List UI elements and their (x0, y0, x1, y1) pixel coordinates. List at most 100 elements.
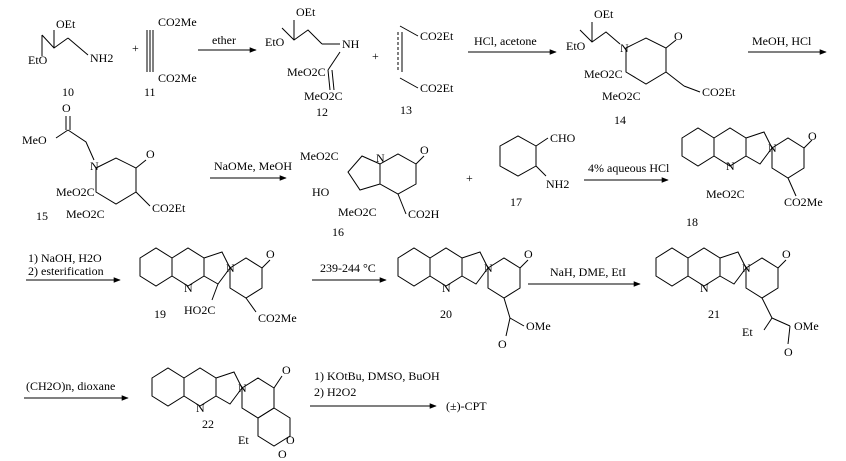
ester-2-label: MeO2C (304, 89, 343, 103)
co2me-bottom-label: CO2Me (158, 71, 197, 85)
o-label: O (420, 143, 429, 157)
compound-11: CO2Me CO2Me 11 (144, 15, 197, 99)
plus-sign: + (132, 41, 139, 55)
step-5-conditions: 4% aqueous HCl (588, 161, 670, 175)
ester-label: CO2Me (258, 311, 297, 325)
o-label: O (282, 363, 291, 377)
ester-2-label: MeO2C (602, 89, 641, 103)
compound-number-12: 12 (316, 105, 328, 119)
n2-label: N (742, 261, 751, 275)
oet-label: OEt (296, 5, 316, 19)
eto-label: EtO (28, 53, 48, 67)
compound-number-17: 17 (510, 195, 522, 209)
step-2-conditions: HCl, acetone (474, 34, 537, 48)
step-9-conditions: (CH2O)n, dioxane (26, 379, 115, 393)
eto-label: EtO (265, 35, 285, 49)
step-10a-conditions: 1) KOtBu, DMSO, BuOH (314, 369, 440, 383)
compound-10: OEt EtO NH2 10 (28, 17, 113, 99)
step-6b-conditions: 2) esterification (28, 264, 104, 278)
step-8-conditions: NaH, DME, EtI (550, 265, 626, 279)
nh2-label: NH2 (90, 51, 113, 65)
step-6a-conditions: 1) NaOH, H2O (28, 251, 102, 265)
o-label: O (146, 147, 155, 161)
n2-label: N (238, 381, 247, 395)
acid-label: HO2C (184, 303, 215, 317)
compound-20: N N O O OMe 20 (397, 247, 551, 351)
co2et-top-label: CO2Et (420, 29, 454, 43)
compound-number-11: 11 (144, 85, 156, 99)
o-ring-label: O (286, 433, 295, 447)
product-label: (±)-CPT (446, 399, 487, 413)
o2-label: O (498, 337, 507, 351)
ome-label: OMe (794, 319, 819, 333)
o-label: O (524, 247, 533, 261)
co2me-top-label: CO2Me (158, 15, 197, 29)
compound-number-15: 15 (36, 209, 48, 223)
step-10b-conditions: 2) H2O2 (314, 385, 356, 399)
ester-1-label: MeO2C (706, 187, 745, 201)
step-3-conditions: MeOH, HCl (752, 34, 812, 48)
ester-3-label: CO2Et (152, 201, 186, 215)
compound-16: MeO2C N O HO MeO2C CO2H 16 (300, 143, 440, 239)
meo-label: MeO (22, 133, 47, 147)
compound-19: N N O HO2C CO2Me 19 (139, 247, 297, 325)
o-lactone-label: O (278, 447, 287, 461)
n2-label: N (226, 261, 235, 275)
compound-12: OEt EtO NH MeO2C MeO2C 12 (265, 5, 360, 119)
ester-2-label: MeO2C (338, 205, 377, 219)
compound-number-16: 16 (332, 225, 344, 239)
ester-1-label: MeO2C (584, 67, 623, 81)
n-label: N (620, 41, 629, 55)
compound-number-20: 20 (440, 307, 452, 321)
nh2-label: NH2 (546, 177, 569, 191)
eto-label: EtO (566, 39, 586, 53)
n2-label: N (768, 141, 777, 155)
o2-label: O (784, 345, 793, 359)
compound-number-13: 13 (400, 103, 412, 117)
ome-label: OMe (526, 319, 551, 333)
compound-22: N N O O O Et 22 (151, 363, 295, 461)
ester-2-label: MeO2C (66, 207, 105, 221)
ester-1-label: MeO2C (287, 65, 326, 79)
compound-13: CO2Et CO2Et 13 (397, 25, 454, 117)
ester-2-label: CO2Me (784, 195, 823, 209)
n1-label: N (726, 159, 735, 173)
ester-1-label: MeO2C (300, 149, 339, 163)
oet-label: OEt (594, 7, 614, 21)
et-label: Et (238, 433, 249, 447)
plus-sign: + (372, 49, 379, 63)
plus-sign: + (466, 171, 473, 185)
ho-label: HO (312, 185, 330, 199)
compound-15: O MeO N O MeO2C MeO2C CO2Et 15 (22, 101, 186, 223)
compound-number-10: 10 (62, 85, 74, 99)
step-4-conditions: NaOMe, MeOH (214, 159, 292, 173)
o-label: O (674, 29, 683, 43)
co2et-bottom-label: CO2Et (420, 81, 454, 95)
n1-label: N (184, 281, 193, 295)
compound-number-19: 19 (154, 307, 166, 321)
n1-label: N (196, 401, 205, 415)
step-7-conditions: 239-244 °C (320, 261, 376, 275)
acid-label: CO2H (408, 207, 440, 221)
compound-number-22: 22 (202, 417, 214, 431)
o-label: O (266, 247, 275, 261)
cho-label: CHO (550, 131, 576, 145)
n-label: N (90, 159, 99, 173)
o-label: O (782, 247, 791, 261)
n1-label: N (442, 281, 451, 295)
ester-3-label: CO2Et (702, 85, 736, 99)
compound-number-18: 18 (686, 215, 698, 229)
compound-14: OEt EtO N O MeO2C MeO2C CO2Et 14 (566, 7, 736, 127)
n2-label: N (484, 261, 493, 275)
et-label: Et (742, 325, 753, 339)
step-1-conditions: ether (212, 33, 236, 47)
nh-label: NH (342, 37, 360, 51)
compound-18: N N O MeO2C CO2Me 18 (681, 127, 823, 229)
n-label: N (376, 151, 385, 165)
compound-21: N N O Et O OMe 21 (655, 247, 819, 359)
compound-number-21: 21 (708, 307, 720, 321)
ester-1-label: MeO2C (56, 185, 95, 199)
o-label: O (808, 129, 817, 143)
n1-label: N (700, 281, 709, 295)
